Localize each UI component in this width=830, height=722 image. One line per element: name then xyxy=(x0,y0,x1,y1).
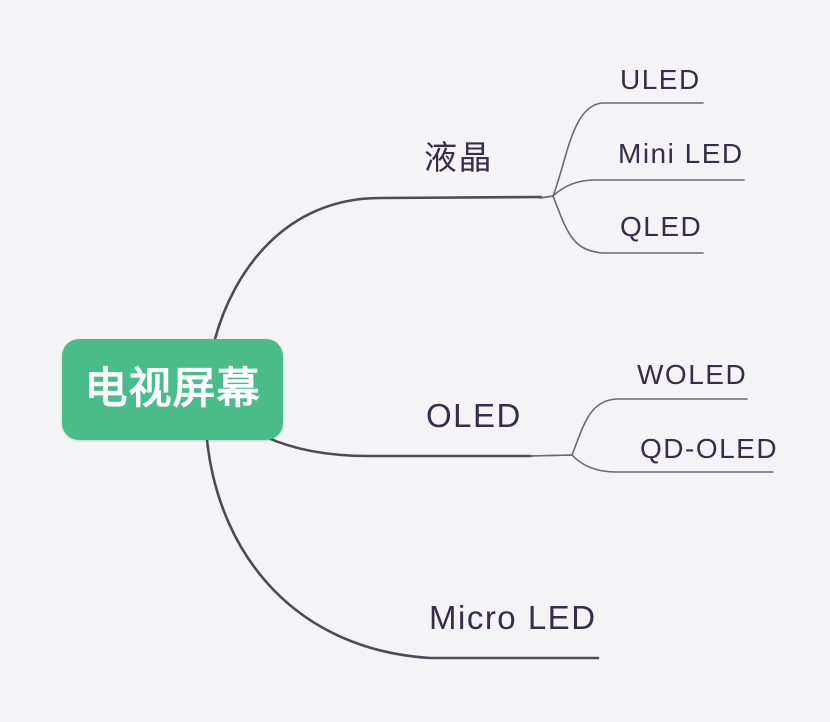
root-node-label: 电视屏幕 xyxy=(84,365,261,413)
connector-root-to-oled xyxy=(264,435,533,458)
branch-node-lcd[interactable]: 液晶 xyxy=(424,139,493,176)
branch-node-micro-led[interactable]: Micro LED xyxy=(429,599,597,636)
child-node-qd-oled[interactable]: QD-OLED xyxy=(640,433,779,464)
child-node-qled[interactable]: QLED xyxy=(620,211,703,242)
connector-root-to-lcd xyxy=(213,195,543,341)
child-node-woled[interactable]: WOLED xyxy=(637,359,748,390)
branch-node-oled[interactable]: OLED xyxy=(426,397,522,434)
child-node-mini-led[interactable]: Mini LED xyxy=(618,138,744,169)
connector-lcd-to-miniled xyxy=(539,179,745,199)
child-node-uled[interactable]: ULED xyxy=(620,64,701,95)
root-node-tv-screen[interactable]: 电视屏幕 xyxy=(62,339,283,440)
